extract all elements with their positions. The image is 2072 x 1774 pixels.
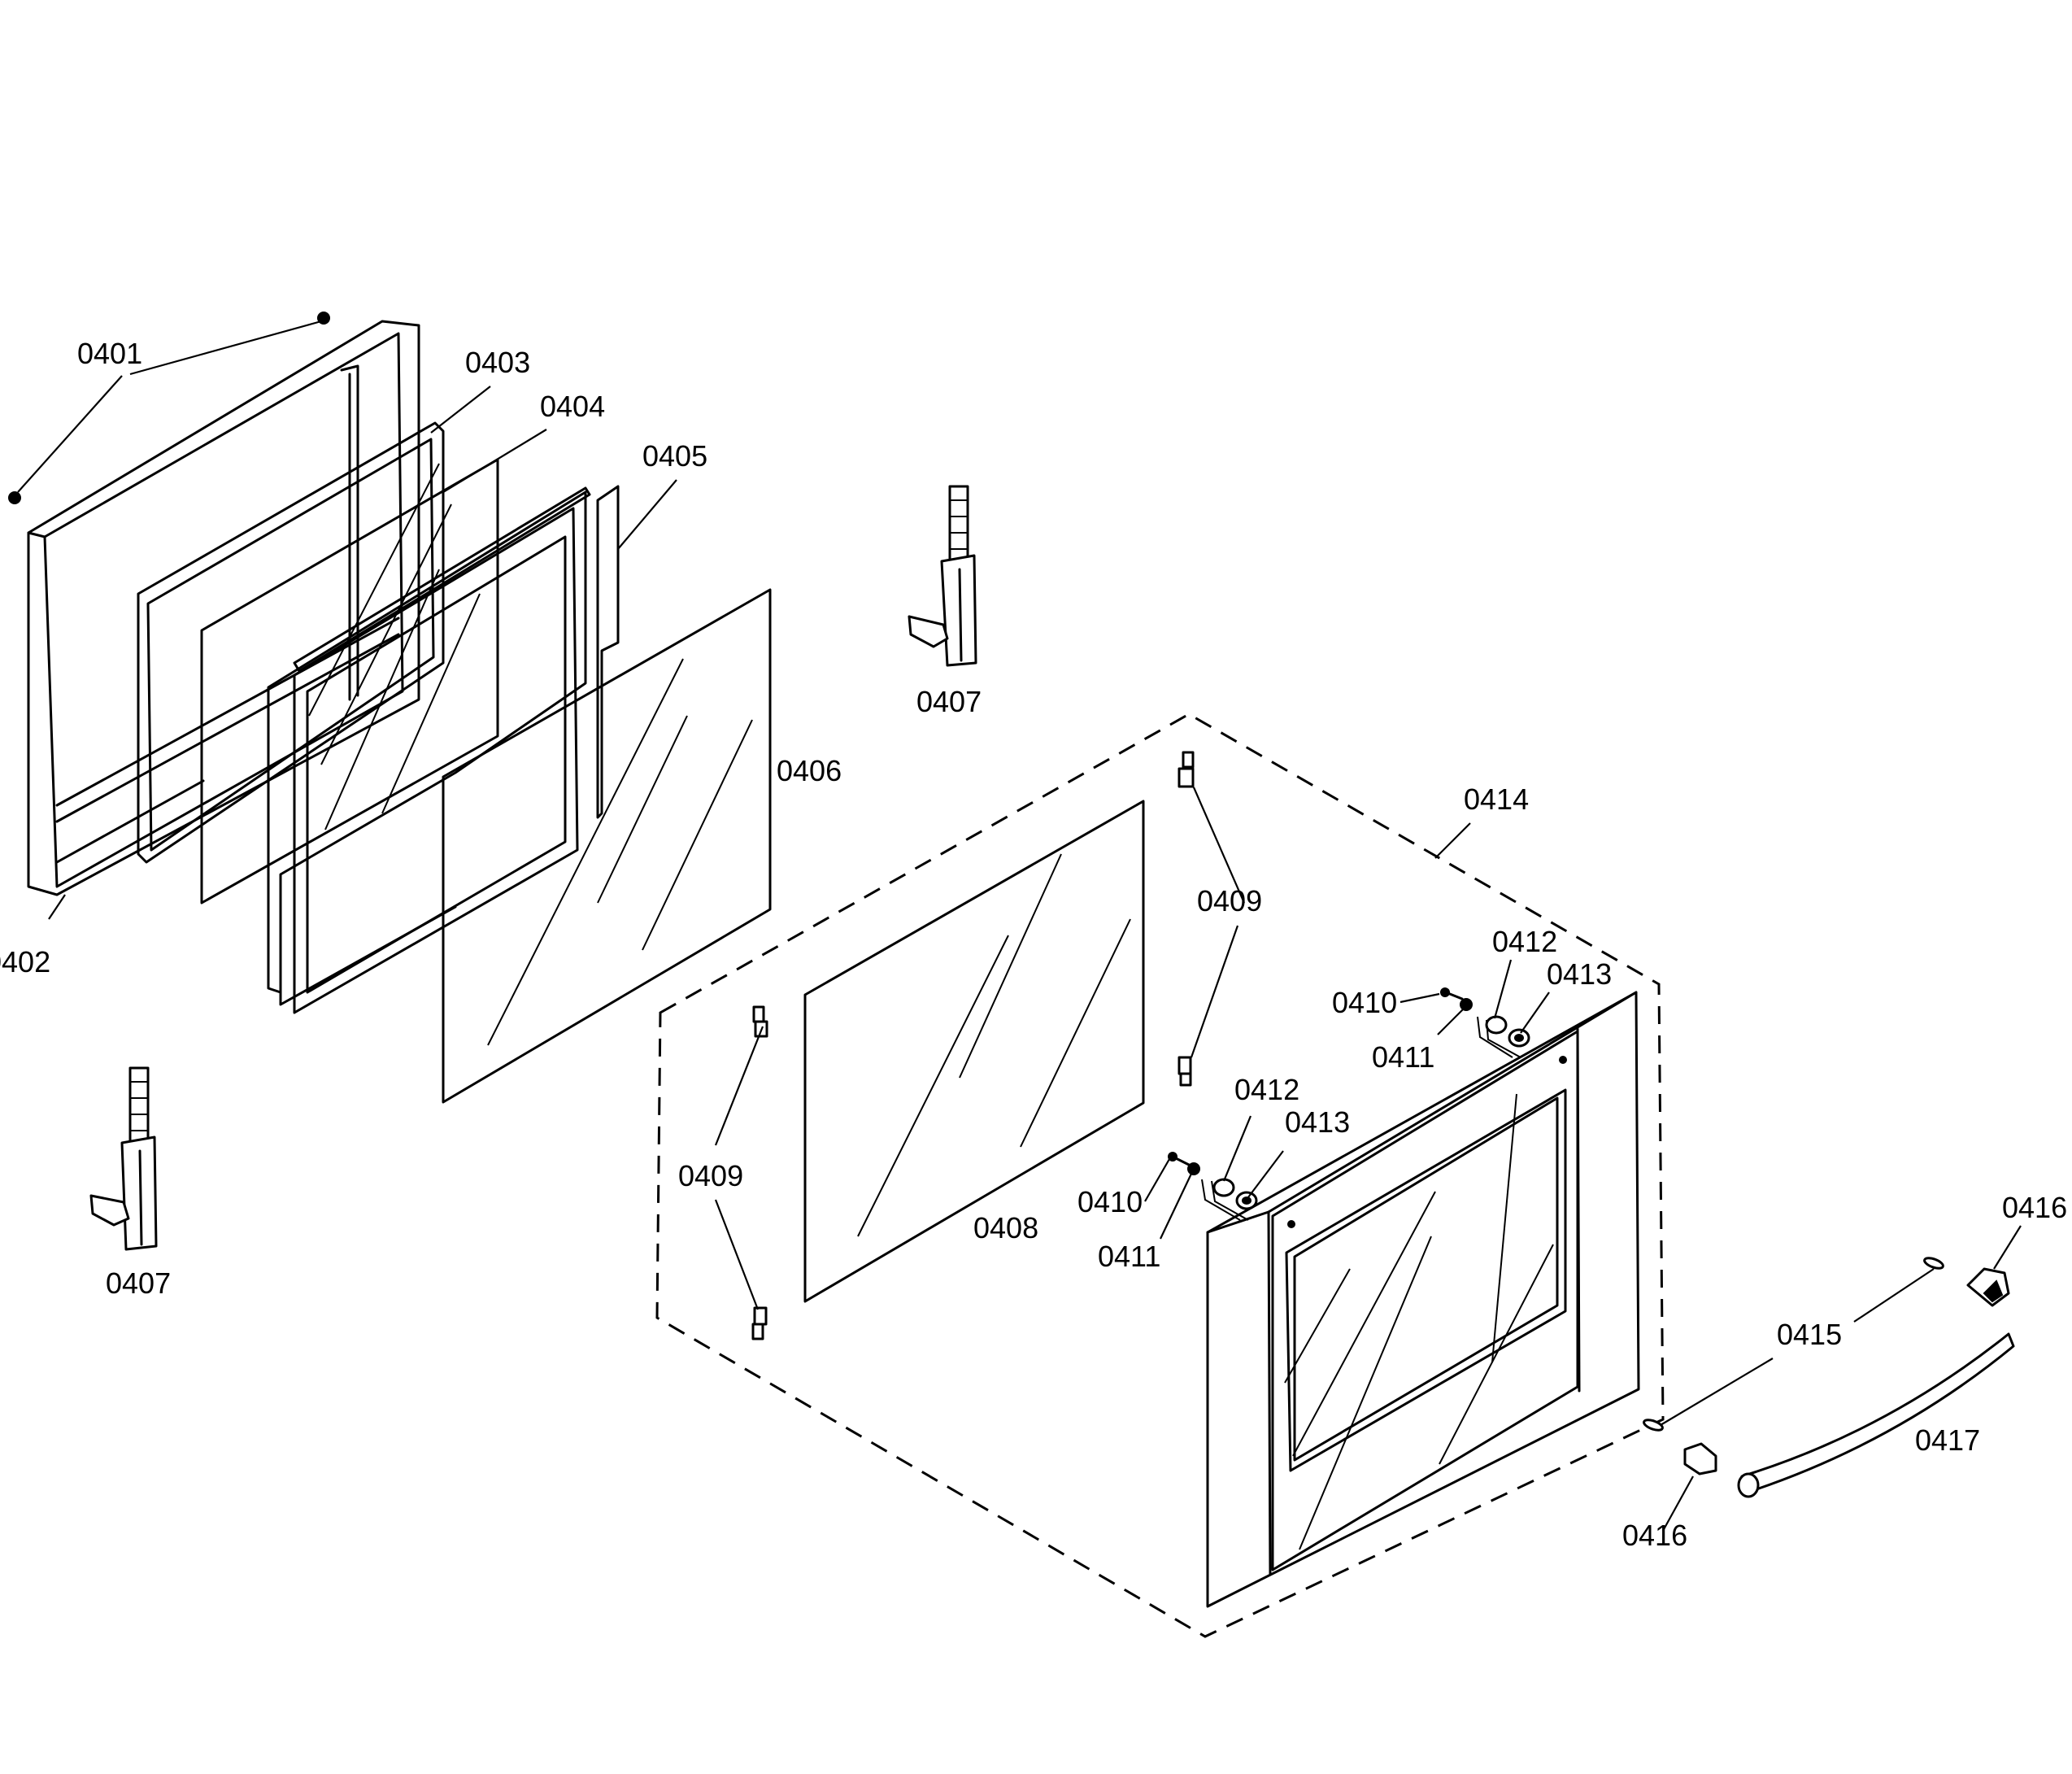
label-0417: 0417 (1915, 1423, 1980, 1457)
outer-door-panel (1206, 991, 1640, 1608)
label-0405: 0405 (642, 439, 707, 473)
door-hinge-left (89, 1066, 158, 1251)
outer-door-frame (27, 320, 420, 896)
label-0413-upper: 0413 (1547, 957, 1612, 991)
label-0412-upper: 0412 (1492, 925, 1557, 958)
label-0407-left: 0407 (106, 1266, 171, 1300)
label-0411-upper: 0411 (1372, 1040, 1434, 1074)
label-0409-right: 0409 (1197, 884, 1262, 918)
label-0414: 0414 (1464, 782, 1529, 816)
label-0413-lower: 0413 (1285, 1105, 1350, 1139)
label-0411-lower: 0411 (1098, 1240, 1160, 1273)
screw-washer-set-upper (1440, 987, 1530, 1058)
handle-end-cap-left (1683, 1442, 1717, 1475)
label-0401: 0401 (77, 337, 142, 370)
door-gasket (137, 421, 445, 864)
label-0406: 0406 (777, 754, 842, 787)
label-0410-upper: 0410 (1332, 986, 1397, 1019)
clip-mid-right (1177, 1056, 1192, 1087)
outer-glass-panel (442, 588, 772, 1104)
label-0403: 0403 (465, 346, 530, 379)
label-0407-top: 0407 (916, 685, 982, 718)
leader-lines (17, 320, 2022, 1532)
assembly-boundary (655, 713, 1665, 1638)
label-0402: 0402 (0, 945, 50, 979)
label-0409-left: 0409 (678, 1159, 743, 1192)
label-0410-lower: 0410 (1077, 1185, 1143, 1218)
handle-end-cap-right (1966, 1267, 2010, 1307)
label-0416-bottom: 0416 (1622, 1519, 1687, 1552)
handle-pin-left (1643, 1419, 1664, 1432)
glass-retainer-frame (267, 485, 620, 1014)
inner-glass-panel (200, 458, 499, 904)
screw-washer-set-lower (1168, 1152, 1258, 1221)
label-0412-lower: 0412 (1234, 1073, 1299, 1106)
label-0416-right: 0416 (2002, 1191, 2067, 1224)
clip-top-right (1177, 751, 1195, 788)
door-hinge-top (908, 485, 977, 667)
clip-left-lower (751, 1306, 768, 1340)
door-glass-0408 (803, 800, 1145, 1303)
label-0415: 0415 (1777, 1318, 1842, 1351)
handle-pin-right (1923, 1257, 1944, 1270)
screw-left (8, 491, 21, 504)
label-0408: 0408 (973, 1211, 1038, 1244)
handle-bar (1737, 1332, 2015, 1498)
label-0404: 0404 (540, 390, 605, 423)
